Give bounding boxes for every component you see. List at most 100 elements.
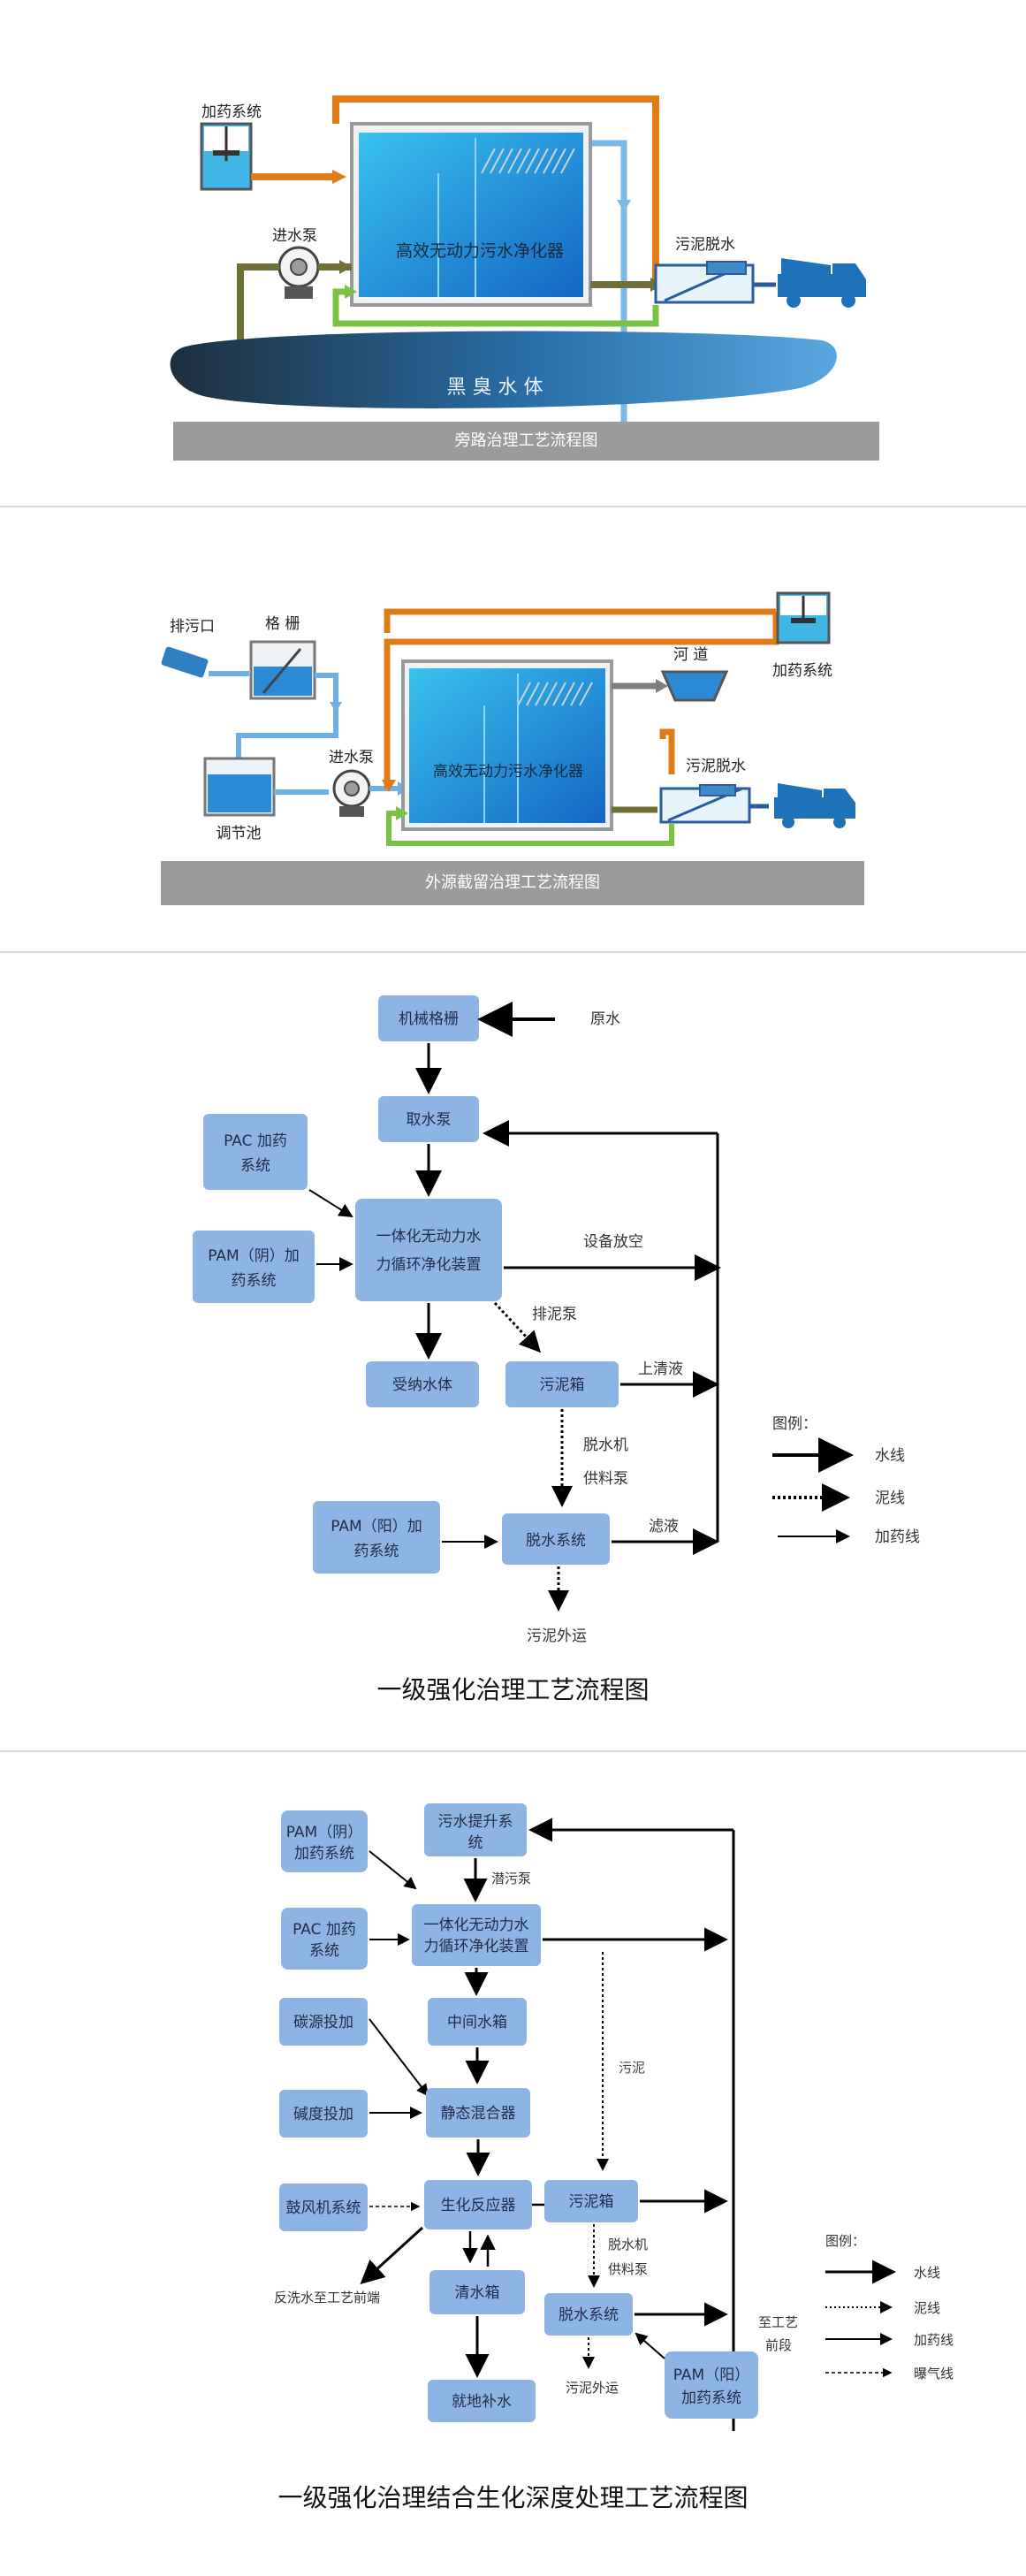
svg-text:污泥箱: 污泥箱 [569, 2193, 614, 2211]
dewater-feed-4-2: 供料泵 [608, 2261, 648, 2277]
svg-text:受纳水体: 受纳水体 [392, 1376, 452, 1394]
top-orange-line [332, 95, 659, 287]
dewater-feed-label-1: 脱水机 [583, 1437, 628, 1454]
device-node-4: 一体化无动力水 力循环净化装置 [412, 1904, 541, 1966]
legend-4-water: 水线 [914, 2265, 940, 2281]
dewater-label-2: 污泥脱水 [686, 758, 746, 775]
mixer-node: 静态混合器 [426, 2088, 530, 2138]
raw-water-label: 原水 [590, 1010, 620, 1028]
pump-label: 进水泵 [272, 227, 317, 245]
filtrate-label: 滤液 [649, 1518, 679, 1536]
dosing-label: 加药系统 [201, 103, 262, 121]
legend-title: 图例： [772, 1415, 817, 1433]
svg-text:污泥箱: 污泥箱 [540, 1376, 585, 1394]
enhanced-diagram-svg: 机械格栅 原水 取水泵 PAC 加药 系统 PAM（阴）加 药系统 一体化无动力… [193, 995, 920, 1645]
sludge-out-label: 污泥外运 [527, 1627, 587, 1645]
truck-icon-2 [774, 783, 855, 828]
bypass-diagram: 加药系统 高效无动力污水净化器 进水泵 [0, 0, 1026, 504]
outlet-pipe [161, 646, 209, 678]
enhanced-title: 一级强化治理工艺流程图 [376, 1675, 650, 1704]
green-line-2 [386, 811, 674, 846]
svg-text:PAM（阴）加: PAM（阴）加 [208, 1247, 299, 1265]
interception-caption: 外源截留治理工艺流程图 [161, 861, 864, 905]
bio-title: 一级强化治理结合生化深度处理工艺流程图 [277, 2483, 749, 2512]
legend-title-4: 图例： [825, 2233, 865, 2249]
drain-label: 设备放空 [583, 1233, 643, 1251]
carbon-node: 碳源投加 [279, 1998, 368, 2046]
intake-pump-node: 取水泵 [378, 1096, 479, 1142]
grille-node: 机械格栅 [378, 995, 479, 1041]
water-body [170, 331, 837, 408]
grille-label: 格 栅 [265, 615, 300, 633]
river-icon [660, 670, 729, 702]
dewater-sys-node-4: 脱水系统 [544, 2293, 633, 2336]
svg-text:脱水系统: 脱水系统 [559, 2306, 619, 2324]
svg-text:PAC 加药: PAC 加药 [293, 1921, 356, 1939]
clear-tank-node: 清水箱 [429, 2270, 525, 2314]
replenish-node: 就地补水 [428, 2380, 536, 2422]
dosing-label-2: 加药系统 [772, 662, 832, 680]
river-label: 河 道 [673, 646, 708, 664]
pac-node: PAC 加药 系统 [203, 1114, 308, 1190]
svg-text:静态混合器: 静态混合器 [441, 2105, 516, 2123]
svg-text:中间水箱: 中间水箱 [447, 2014, 507, 2031]
dewater-feed-4-1: 脱水机 [608, 2237, 648, 2252]
alkali-node: 碱度投加 [279, 2090, 368, 2138]
svg-text:药系统: 药系统 [354, 1543, 399, 1560]
svg-text:统: 统 [468, 1834, 483, 1852]
truck-icon [778, 258, 866, 308]
sludge-out-4: 污泥外运 [566, 2380, 619, 2396]
blower-node: 鼓风机系统 [279, 2184, 368, 2231]
legend-dosing: 加药线 [875, 1528, 920, 1546]
water-body-label: 黑 臭 水 体 [447, 377, 543, 399]
bio-diagram: 污水提升系 统 潜污泵 PAM（阴） 加药系统 PAC 加药 系统 一体化无动力… [0, 1754, 1026, 2576]
enhanced-diagram: 机械格栅 原水 取水泵 PAC 加药 系统 PAM（阴）加 药系统 一体化无动力… [0, 955, 1026, 1750]
green-line [332, 288, 659, 327]
regulating-pool-label: 调节池 [217, 825, 262, 842]
svg-text:系统: 系统 [309, 1942, 339, 1960]
divider-2 [0, 951, 1026, 953]
outlet-label: 排污口 [170, 618, 215, 636]
pam-pos-node: PAM（阳）加 药系统 [313, 1501, 440, 1574]
pump-label-2: 进水泵 [329, 749, 374, 766]
svg-text:脱水系统: 脱水系统 [526, 1532, 586, 1550]
legend-4-sludge: 泥线 [914, 2300, 940, 2316]
purifier-label: 高效无动力污水净化器 [396, 241, 564, 261]
svg-text:生化反应器: 生化反应器 [441, 2197, 516, 2214]
svg-text:污水提升系: 污水提升系 [438, 1813, 513, 1831]
svg-text:就地补水: 就地补水 [452, 2393, 512, 2411]
svg-text:PAM（阳）加: PAM（阳）加 [331, 1518, 422, 1536]
svg-text:加药系统: 加药系统 [681, 2389, 741, 2407]
lift-node: 污水提升系 统 [424, 1803, 527, 1856]
dewater-label: 污泥脱水 [675, 236, 735, 254]
dewater-feed-label-2: 供料泵 [583, 1470, 628, 1488]
sludge-tank-node: 污泥箱 [505, 1361, 619, 1407]
svg-text:PAM（阳）: PAM（阳） [673, 2366, 749, 2384]
svg-text:PAC 加药: PAC 加药 [224, 1132, 287, 1150]
svg-text:清水箱: 清水箱 [455, 2284, 500, 2302]
interception-diagram: 排污口 格 栅 调节池 进水泵 加药系统 [0, 509, 1026, 951]
legend-sludge: 泥线 [875, 1490, 905, 1507]
backwash-label: 反洗水至工艺前端 [274, 2290, 380, 2305]
legend-water: 水线 [875, 1447, 905, 1465]
sludge-label-4: 污泥 [619, 2060, 645, 2076]
receiving-node: 受纳水体 [366, 1361, 479, 1407]
svg-text:一体化无动力水: 一体化无动力水 [376, 1228, 482, 1246]
svg-text:鼓风机系统: 鼓风机系统 [286, 2199, 361, 2217]
purifier-label-2: 高效无动力污水净化器 [433, 763, 583, 781]
supernatant-label: 上清液 [638, 1360, 683, 1378]
mid-tank-node: 中间水箱 [428, 1998, 527, 2046]
to-front-1: 至工艺 [758, 2314, 798, 2330]
legend-4-aeration: 曝气线 [914, 2366, 954, 2382]
svg-text:力循环净化装置: 力循环净化装置 [424, 1938, 529, 1955]
pam-neg-node: PAM（阴）加 药系统 [193, 1231, 315, 1303]
svg-text:碳源投加: 碳源投加 [293, 2014, 353, 2031]
bypass-caption: 旁路治理工艺流程图 [173, 422, 879, 461]
pam-pos-node-4: PAM（阳） 加药系统 [665, 2351, 758, 2419]
to-front-2: 前段 [765, 2337, 792, 2353]
dewater-sys-node: 脱水系统 [502, 1513, 610, 1565]
svg-text:系统: 系统 [240, 1157, 270, 1175]
divider-1 [0, 506, 1026, 507]
bio-diagram-svg: 污水提升系 统 潜污泵 PAM（阴） 加药系统 PAC 加药 系统 一体化无动力… [274, 1803, 954, 2431]
legend-4-dosing: 加药线 [914, 2332, 954, 2348]
